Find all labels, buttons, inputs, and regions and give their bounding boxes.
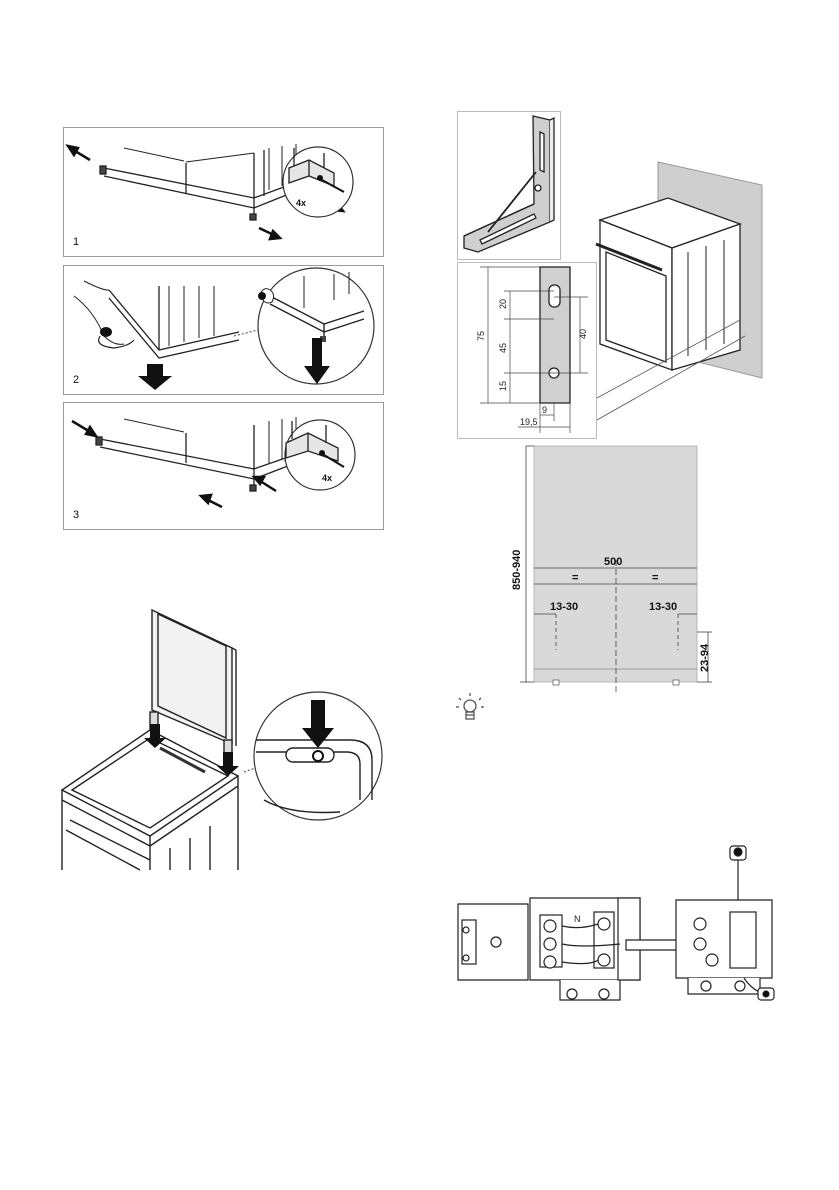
dim-20: 20 (498, 299, 508, 309)
dim-equal-left: = (572, 572, 578, 584)
screw-count-label: 4x (296, 198, 306, 208)
dim-9: 9 (542, 405, 547, 415)
step-number: 3 (73, 509, 80, 521)
down-arrow-icon (138, 364, 172, 390)
down-arrow-icon (302, 700, 334, 748)
bracket-perspective-drawing (463, 115, 555, 253)
step-number: 2 (73, 374, 80, 386)
step-2-drawing (73, 267, 375, 390)
step-number: 1 (73, 236, 80, 248)
step-1-panel: 4x 1 (63, 127, 384, 257)
dim-15: 15 (498, 381, 508, 391)
down-arrow-icon (304, 338, 330, 384)
bracket-dimension-panel: 75 20 45 15 40 9 19,5 (457, 262, 597, 439)
dim-offset-right: 13-30 (649, 601, 677, 613)
dim-width: 500 (604, 556, 622, 568)
dim-equal-right: = (652, 572, 658, 584)
bracket-dimension-drawing: 75 20 45 15 40 9 19,5 (476, 266, 588, 433)
step-2-panel: 2 (63, 265, 384, 395)
dim-45: 45 (498, 343, 508, 353)
dim-19-5: 19,5 (520, 417, 538, 427)
screw-count-label: 4x (322, 473, 332, 483)
dim-40: 40 (578, 329, 588, 339)
dim-offset-left: 13-30 (550, 601, 578, 613)
dim-75: 75 (476, 331, 486, 341)
bracket-perspective-panel (457, 111, 561, 260)
zoom-circle (257, 267, 375, 385)
step-3-drawing: 4x (71, 417, 356, 509)
dim-bottom: 23-94 (699, 643, 711, 672)
step-3-panel: 4x 3 (63, 402, 384, 530)
terminal-neutral-label: N (574, 914, 581, 924)
dim-height: 850-940 (511, 550, 523, 590)
step-1-drawing: 4x (65, 144, 354, 241)
